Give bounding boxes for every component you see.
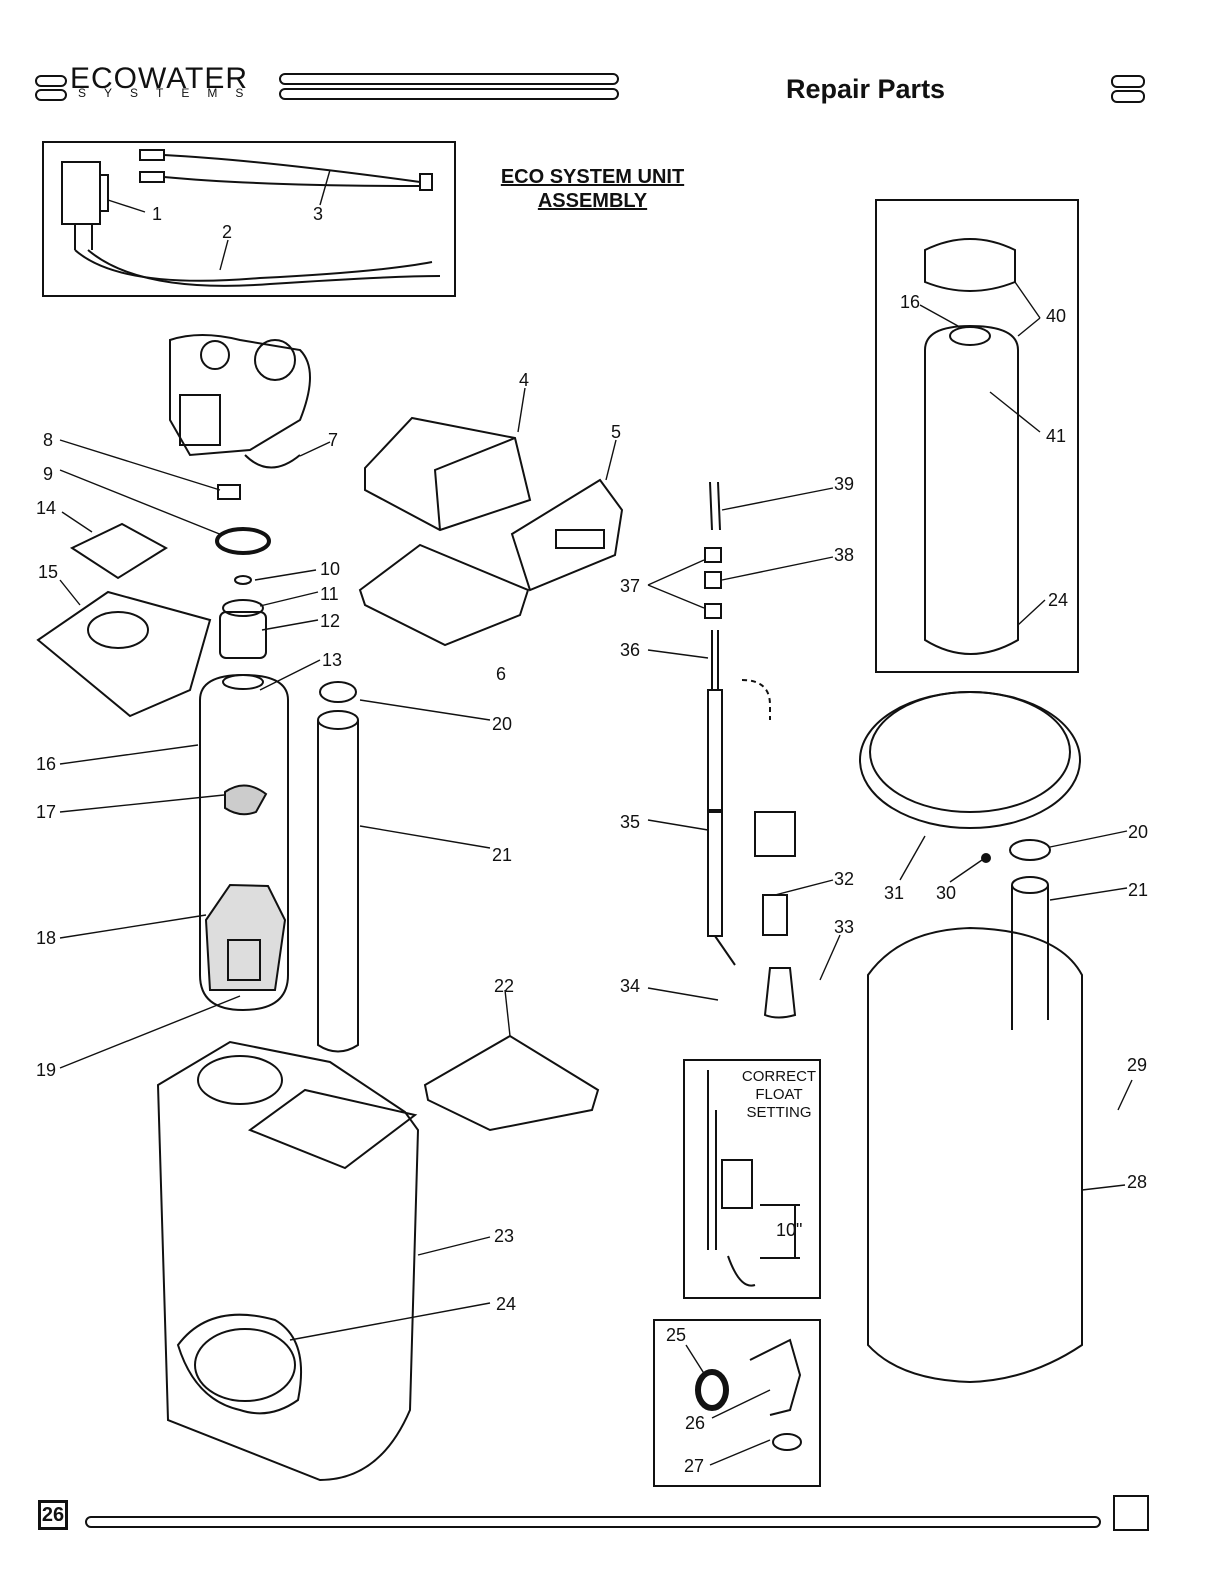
- callout-21: 21: [492, 845, 512, 865]
- part-22-lid: [425, 1036, 598, 1130]
- callout-25: 25: [666, 1325, 686, 1345]
- callout-21-right: 21: [1128, 880, 1148, 900]
- electrical-parts-inset: [43, 142, 455, 296]
- callout-1: 1: [152, 204, 162, 224]
- callout-24: 24: [496, 1294, 516, 1314]
- part-16-resin-tank: [200, 675, 288, 1010]
- callout-31: 31: [884, 883, 904, 903]
- callout-8: 8: [43, 430, 53, 450]
- part-30-ball: [982, 854, 990, 862]
- callout-26: 26: [685, 1413, 705, 1433]
- callout-20-right: 20: [1128, 822, 1148, 842]
- callout-6: 6: [496, 664, 506, 684]
- callout-40: 40: [1046, 306, 1066, 326]
- callout-29: 29: [1127, 1055, 1147, 1075]
- part-28-brine-tank: [868, 877, 1082, 1382]
- callout-28: 28: [1127, 1172, 1147, 1192]
- callout-9: 9: [43, 464, 53, 484]
- float-dimension: 10": [776, 1220, 802, 1241]
- callout-11: 11: [320, 584, 339, 604]
- callout-37: 37: [620, 576, 640, 596]
- part-9-o-ring: [217, 529, 269, 553]
- callout-14: 14: [36, 498, 56, 518]
- callout-34: 34: [620, 976, 640, 996]
- callout-7: 7: [328, 430, 338, 450]
- part-6-tray: [360, 545, 528, 645]
- callout-35: 35: [620, 812, 640, 832]
- callout-30: 30: [936, 883, 956, 903]
- page-number: 26: [38, 1500, 68, 1530]
- callout-16-inset: 16: [900, 292, 920, 312]
- callout-17: 17: [36, 802, 56, 822]
- part-20-cap: [1010, 840, 1050, 860]
- callout-5: 5: [611, 422, 621, 442]
- callout-20: 20: [492, 714, 512, 734]
- callout-18: 18: [36, 928, 56, 948]
- callout-41: 41: [1046, 426, 1066, 446]
- callout-27: 27: [684, 1456, 704, 1476]
- float-setting-note: CORRECT FLOAT SETTING: [738, 1068, 820, 1122]
- callout-16: 16: [36, 754, 56, 774]
- callout-33: 33: [834, 917, 854, 937]
- part-21-brine-tube: [318, 682, 358, 1052]
- part-23-cabinet: [158, 1042, 418, 1480]
- callout-12: 12: [320, 611, 340, 631]
- header-rule: [280, 74, 618, 99]
- callout-2: 2: [222, 222, 232, 242]
- callout-23: 23: [494, 1226, 514, 1246]
- part-4-lid: [365, 418, 530, 530]
- callout-13: 13: [322, 650, 342, 670]
- footer-rule: [86, 1496, 1148, 1530]
- callout-leaders: [60, 170, 1132, 1465]
- callout-24-inset: 24: [1048, 590, 1068, 610]
- part-10-o-ring: [235, 576, 251, 584]
- callout-39: 39: [834, 474, 854, 494]
- part-31-brine-lid: [860, 692, 1080, 828]
- callout-19: 19: [36, 1060, 56, 1080]
- callout-22: 22: [494, 976, 514, 996]
- part-11-12-distributor: [220, 600, 266, 658]
- part-14-cover: [72, 524, 166, 578]
- callout-38: 38: [834, 545, 854, 565]
- callout-15: 15: [38, 562, 58, 582]
- part-15-top-cover: [38, 592, 210, 716]
- valve-assembly: [170, 335, 310, 499]
- callout-36: 36: [620, 640, 640, 660]
- callout-32: 32: [834, 869, 854, 889]
- brine-valve-assembly: [705, 482, 795, 1018]
- callout-4: 4: [519, 370, 529, 390]
- callout-3: 3: [313, 204, 323, 224]
- callout-10: 10: [320, 559, 340, 579]
